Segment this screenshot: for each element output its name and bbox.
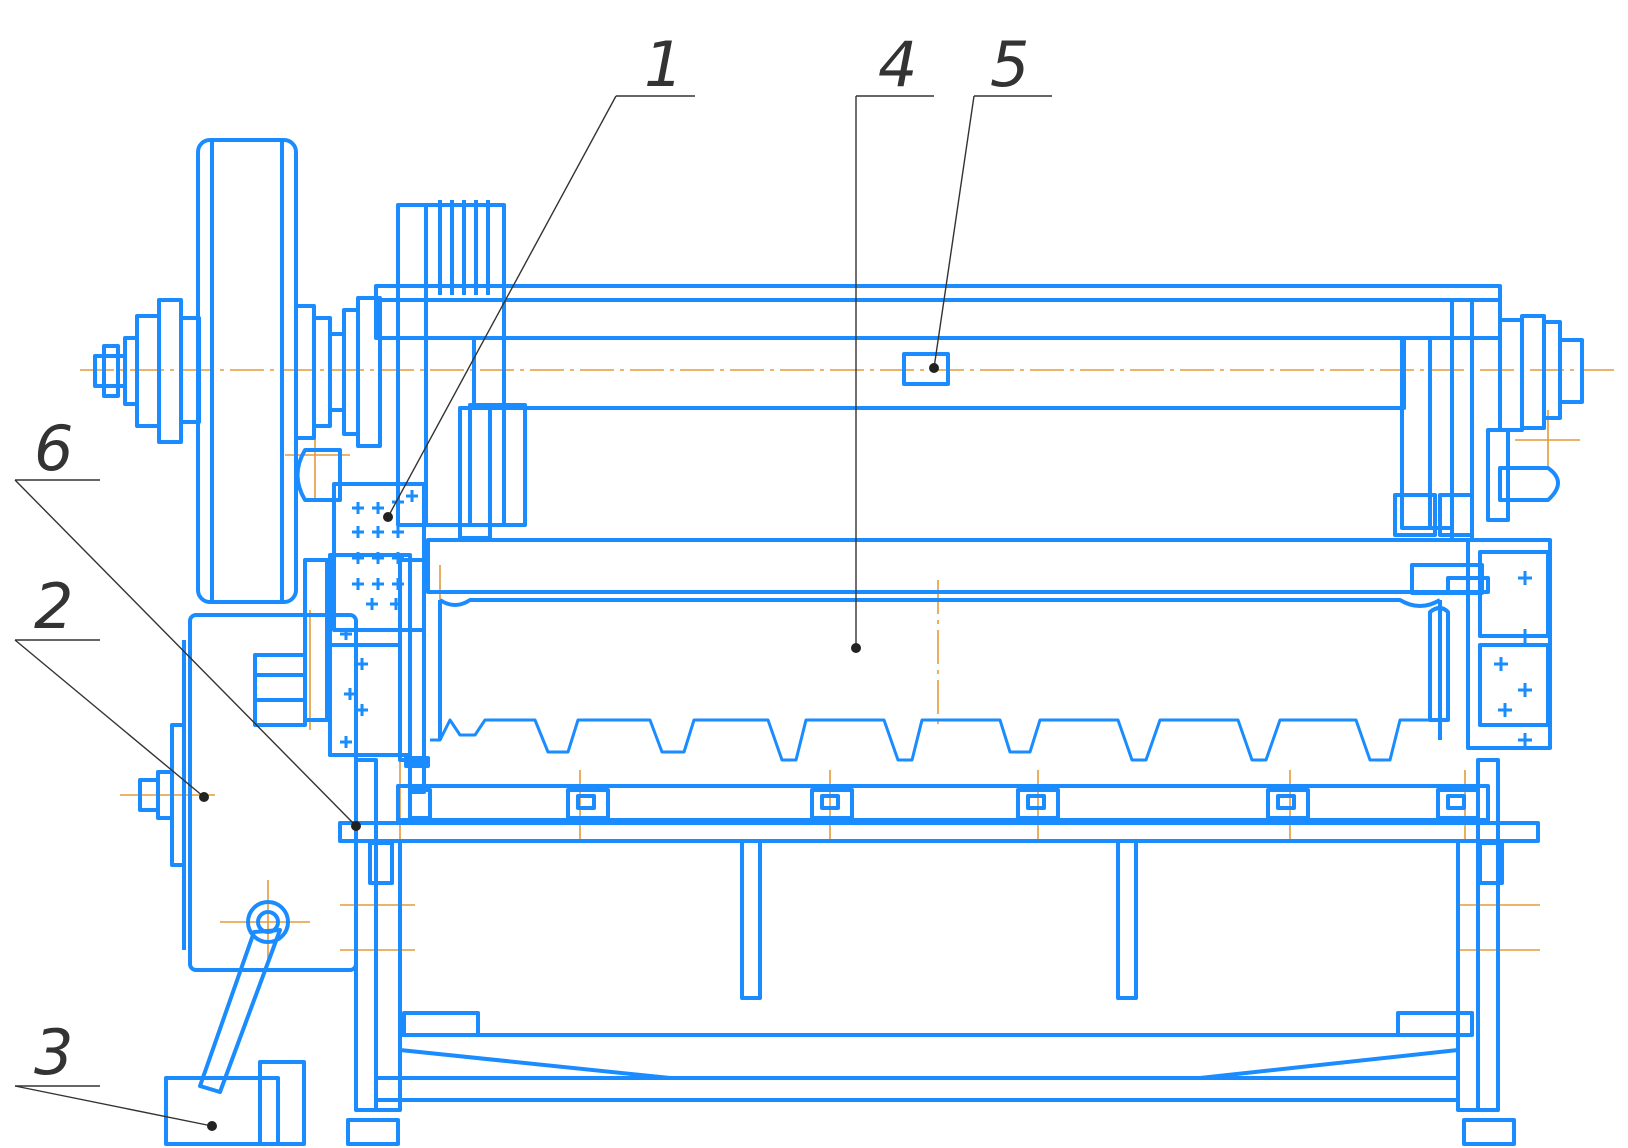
right-shaft-end xyxy=(1486,314,1584,522)
upper-frame xyxy=(374,284,1502,542)
indicator-window xyxy=(902,352,950,386)
callout-2: 2 xyxy=(14,570,209,802)
callout-5: 5 xyxy=(929,28,1052,373)
table-bed xyxy=(338,756,1540,843)
callout-3: 3 xyxy=(14,1016,217,1131)
flywheel-assembly xyxy=(93,138,382,604)
callout-6: 6 xyxy=(14,412,361,831)
callout-1-label: 1 xyxy=(644,28,683,101)
callout-5-label: 5 xyxy=(990,28,1029,101)
hole-pattern xyxy=(340,490,418,748)
callout-4: 4 xyxy=(851,28,934,653)
stand xyxy=(346,758,1516,1146)
callout-4-label: 4 xyxy=(878,28,917,101)
callout-6-label: 6 xyxy=(34,412,73,485)
blade-holder xyxy=(426,538,1470,762)
pedal-linkage xyxy=(164,928,306,1146)
left-bracket xyxy=(328,482,426,762)
right-bracket xyxy=(1410,538,1552,750)
callout-2-label: 2 xyxy=(34,570,73,643)
gear-housing xyxy=(138,448,358,972)
callout-1: 1 xyxy=(383,28,695,522)
callout-3-label: 3 xyxy=(34,1016,73,1089)
centerlines xyxy=(80,369,1620,960)
